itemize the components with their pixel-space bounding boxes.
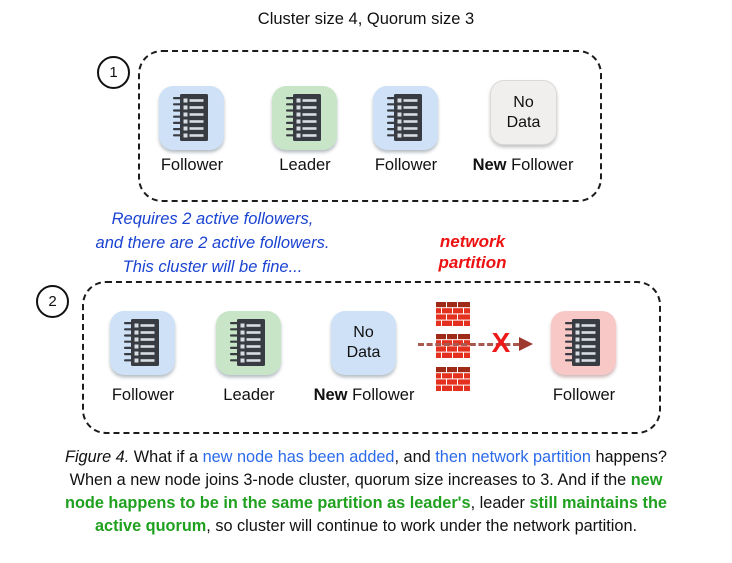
node-label-new-follower: New Follower bbox=[472, 156, 574, 174]
node-label: Follower bbox=[374, 156, 438, 174]
notebook-icon bbox=[121, 318, 165, 368]
notebook-icon bbox=[227, 318, 271, 368]
node-label: Follower bbox=[111, 386, 175, 404]
network-partition-label: network partition bbox=[438, 232, 507, 272]
node-label-new-follower: New Follower bbox=[313, 386, 415, 404]
brick-wall-icon bbox=[436, 367, 470, 393]
step-1-number: 1 bbox=[109, 64, 118, 81]
caption-line-3: node happens to be in the same partition… bbox=[65, 494, 667, 512]
no-data-label: No Data bbox=[346, 324, 381, 361]
brick-wall-icon bbox=[436, 302, 470, 328]
node-label: Leader bbox=[223, 386, 275, 404]
node-new-follower-row2: No Data bbox=[331, 311, 396, 375]
node-new-follower-row1: No Data bbox=[490, 80, 557, 145]
no-data-label: No Data bbox=[506, 93, 541, 131]
caption-line-1: Figure 4. What if a new node has been ad… bbox=[65, 448, 667, 466]
cluster-box-2 bbox=[82, 281, 661, 434]
node-follower-2-row1 bbox=[373, 86, 438, 150]
step-2-number: 2 bbox=[48, 293, 57, 310]
figure-caption: Figure 4. What if a new node has been ad… bbox=[25, 446, 707, 538]
node-leader-row1 bbox=[272, 86, 337, 150]
node-label: Follower bbox=[552, 386, 616, 404]
blocked-connection-arrow bbox=[418, 343, 519, 346]
node-follower-partitioned bbox=[551, 311, 616, 375]
brick-wall-icon bbox=[436, 334, 470, 360]
blocked-x-icon: X bbox=[491, 327, 511, 358]
diagram-title: Cluster size 4, Quorum size 3 bbox=[257, 10, 475, 28]
notebook-icon bbox=[384, 93, 428, 143]
node-label: Leader bbox=[279, 156, 331, 174]
caption-line-4: active quorum, so cluster will continue … bbox=[94, 517, 638, 535]
cluster-box-1 bbox=[138, 50, 602, 202]
node-follower-1-row2 bbox=[110, 311, 175, 375]
notebook-icon bbox=[170, 93, 214, 143]
caption-line-2: When a new node joins 3-node cluster, qu… bbox=[69, 471, 663, 489]
arrow-head-icon bbox=[519, 337, 533, 351]
notebook-icon bbox=[283, 93, 327, 143]
node-follower-1-row1 bbox=[159, 86, 224, 150]
notebook-icon bbox=[562, 318, 606, 368]
step-1-badge: 1 bbox=[97, 56, 130, 89]
node-label: Follower bbox=[160, 156, 224, 174]
step-2-badge: 2 bbox=[36, 285, 69, 318]
quorum-note: Requires 2 active followers, and there a… bbox=[95, 210, 330, 276]
node-leader-row2 bbox=[216, 311, 281, 375]
